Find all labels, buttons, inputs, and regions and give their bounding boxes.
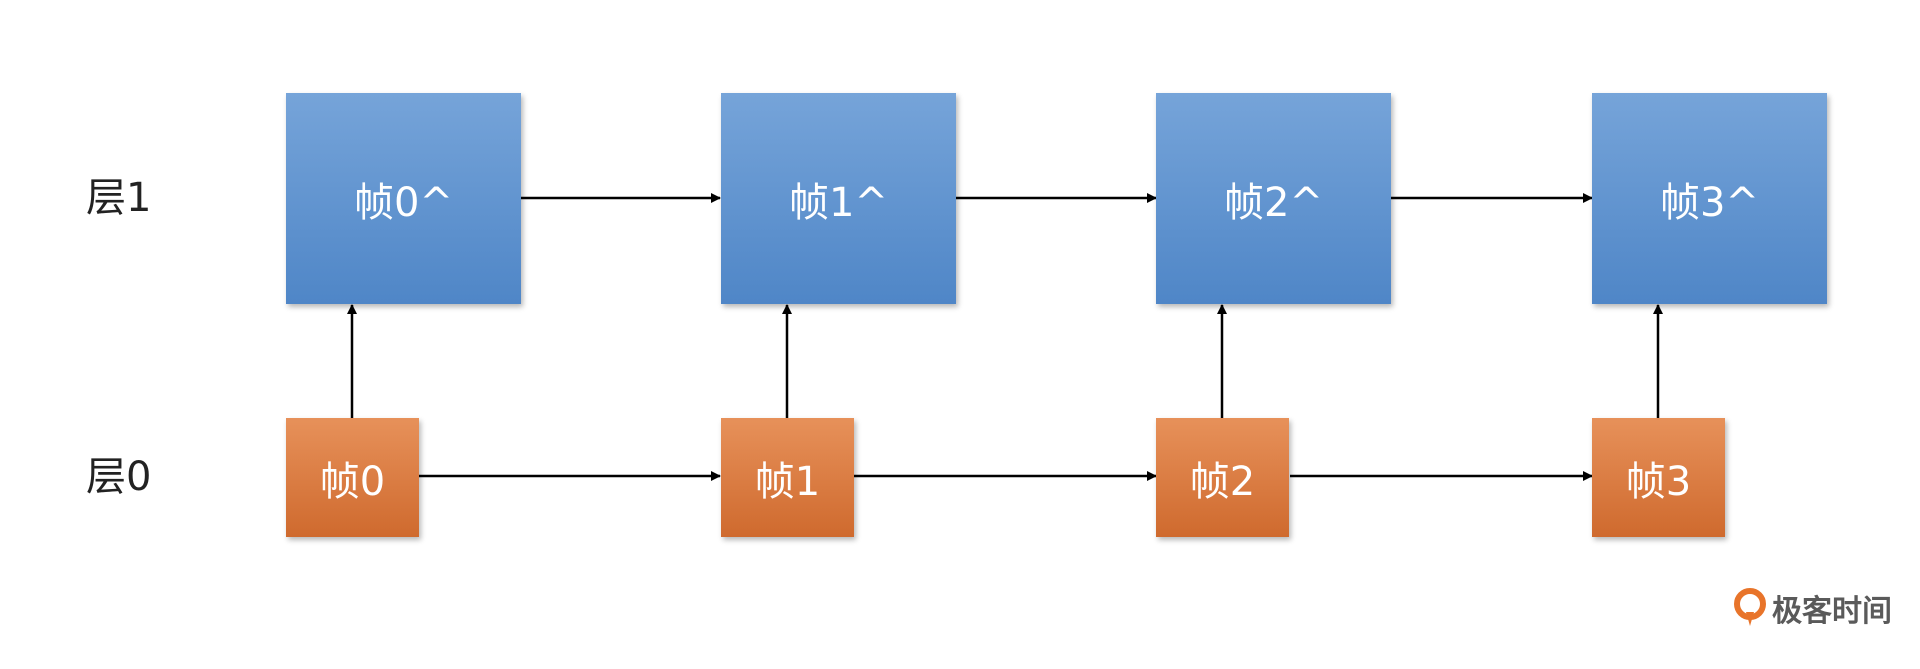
layer-0-label: 层0 <box>86 454 152 500</box>
frame-l0-3: 帧3 <box>1592 418 1725 537</box>
frame-l1-3: 帧3^ <box>1592 93 1827 304</box>
frame-l0-0: 帧0 <box>286 418 419 537</box>
frame-l1-1: 帧1^ <box>721 93 956 304</box>
frame-label: 帧0 <box>319 458 386 505</box>
geek-time-logo-icon <box>1734 588 1766 626</box>
frame-l1-0: 帧0^ <box>286 93 521 304</box>
brand-name: 极客时间 <box>1772 594 1892 629</box>
frame-label: 帧0^ <box>354 179 453 226</box>
frame-label: 帧3 <box>1625 458 1692 505</box>
layer-1-label: 层1 <box>86 175 152 221</box>
frame-label: 帧2 <box>1189 458 1256 505</box>
frame-label: 帧3^ <box>1660 179 1759 226</box>
brand-watermark: 极客时间 <box>1734 586 1892 630</box>
frame-label: 帧1 <box>754 458 821 505</box>
frame-l0-2: 帧2 <box>1156 418 1289 537</box>
frame-label: 帧1^ <box>789 179 888 226</box>
frame-l0-1: 帧1 <box>721 418 854 537</box>
frame-label: 帧2^ <box>1224 179 1323 226</box>
frame-l1-2: 帧2^ <box>1156 93 1391 304</box>
